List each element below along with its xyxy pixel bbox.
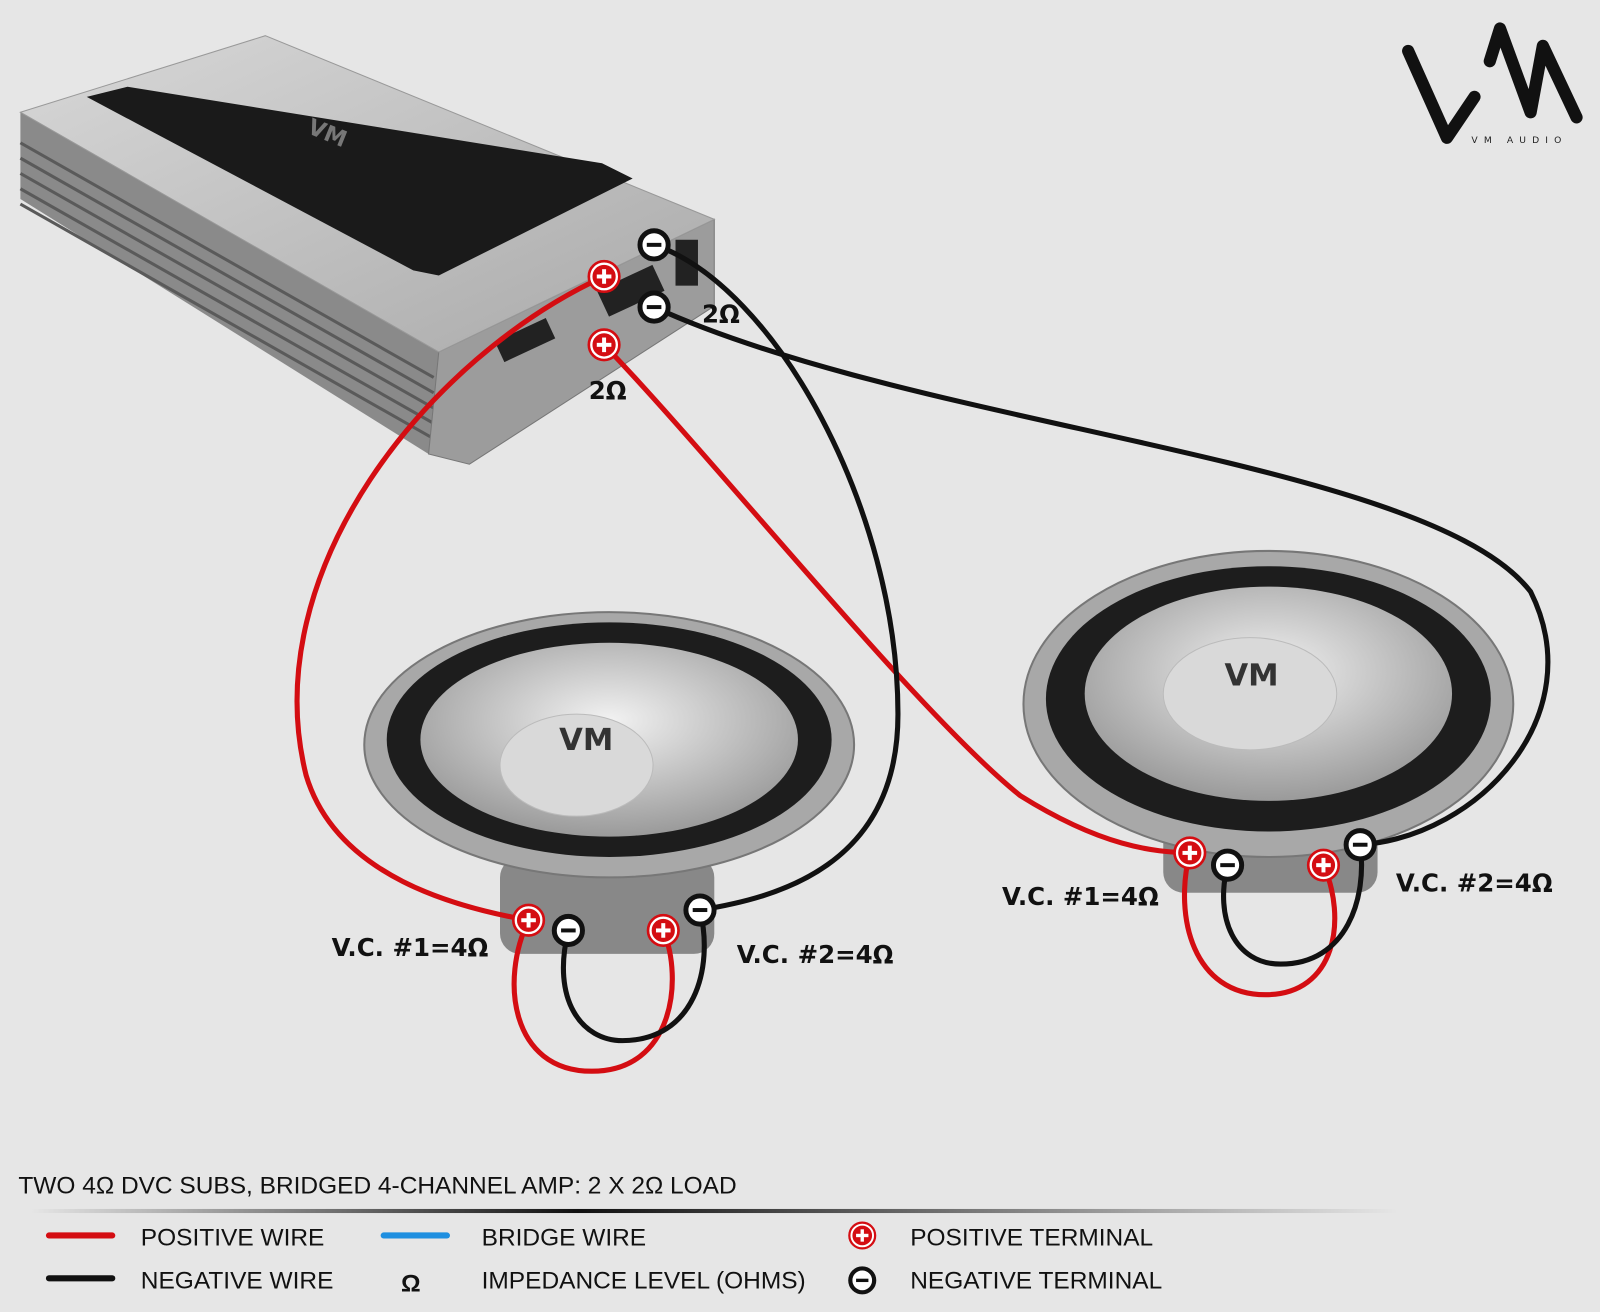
- positive-wire-sub2: [601, 342, 1193, 856]
- negative-jumper-sub2: [1221, 842, 1365, 967]
- ohm-icon: Ω: [401, 1271, 421, 1298]
- legend-positive-terminal: POSITIVE TERMINAL: [910, 1225, 1153, 1252]
- negative-wire-sub2: [651, 304, 1551, 848]
- subwoofer-2: VM: [1022, 549, 1515, 893]
- vm-audio-logo: VM AUDIO: [1402, 22, 1583, 146]
- divider: [30, 1208, 1398, 1214]
- negative-wire-sub1: [651, 242, 901, 913]
- sub1-vc1-label: V.C. #1=4Ω: [332, 933, 489, 962]
- legend-bridge-wire: BRIDGE WIRE: [482, 1225, 647, 1252]
- terminals: [511, 228, 1377, 948]
- sub2-brand-mark: VM: [1224, 659, 1278, 694]
- amp-impedance-label: 2Ω: [702, 299, 740, 328]
- positive-jumper-sub1: [511, 917, 675, 1074]
- negative-terminal-icon: [637, 228, 671, 262]
- legend: TWO 4Ω DVC SUBS, BRIDGED 4-CHANNEL AMP: …: [18, 1173, 1398, 1298]
- subwoofer-1: VM: [363, 611, 856, 954]
- negative-terminal-icon: [848, 1266, 877, 1295]
- diagram-title: TWO 4Ω DVC SUBS, BRIDGED 4-CHANNEL AMP: …: [18, 1173, 736, 1200]
- negative-terminal-icon: [1210, 848, 1245, 882]
- sub1-brand-mark: VM: [559, 723, 613, 758]
- positive-terminal-icon: [1306, 848, 1341, 882]
- negative-terminal-icon: [637, 290, 671, 324]
- positive-terminal-icon: [511, 903, 546, 937]
- legend-negative-terminal: NEGATIVE TERMINAL: [910, 1268, 1162, 1295]
- negative-jumper-sub1: [561, 907, 707, 1044]
- positive-terminal-icon: [646, 913, 680, 948]
- positive-jumper-sub2: [1181, 850, 1338, 998]
- sub2-vc1-label: V.C. #1=4Ω: [1002, 882, 1159, 911]
- logo-text: VM AUDIO: [1471, 135, 1567, 146]
- positive-terminal-icon: [587, 259, 621, 294]
- positive-wire-sub1: [294, 273, 607, 923]
- negative-terminal-icon: [683, 893, 717, 927]
- legend-positive-wire: POSITIVE WIRE: [141, 1225, 325, 1252]
- amp-connector: [494, 318, 556, 363]
- sub1-vc2-label: V.C. #2=4Ω: [737, 940, 894, 969]
- positive-terminal-icon: [587, 328, 621, 362]
- amplifier: VM: [19, 35, 716, 465]
- legend-impedance: IMPEDANCE LEVEL (OHMS): [482, 1268, 806, 1295]
- sub2-vc2-label: V.C. #2=4Ω: [1396, 869, 1553, 898]
- positive-terminal-icon: [1173, 836, 1207, 870]
- amp-impedance-label: 2Ω: [589, 376, 627, 405]
- legend-negative-wire: NEGATIVE WIRE: [141, 1268, 334, 1295]
- wires: [294, 242, 1551, 1074]
- negative-terminal-icon: [1343, 828, 1377, 862]
- speaker-terminal-block: [596, 264, 665, 317]
- negative-terminal-icon: [551, 913, 585, 948]
- positive-terminal-icon: [848, 1221, 877, 1250]
